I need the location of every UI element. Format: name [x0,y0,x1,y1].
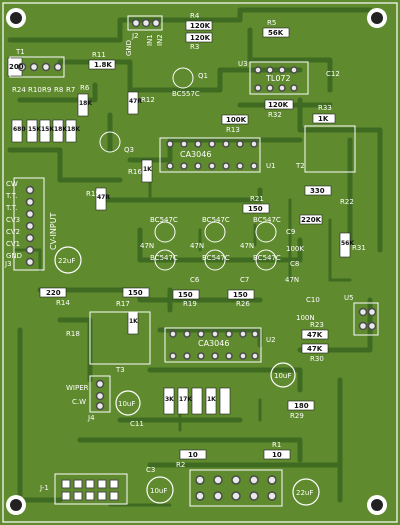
transistor-q3 [99,131,121,153]
resistor-r14 [39,287,67,298]
resistor-r3 [185,32,213,43]
transistor-q-b [204,221,226,243]
resistor-r9 [39,119,51,143]
ic-ca3046-1 [159,137,261,173]
resistor-bodies [7,20,336,460]
resistor-r15 [95,187,107,211]
resistor-r8 [52,119,64,143]
resistor-r32 [264,99,294,110]
trimmer-t2 [304,125,356,173]
header-t1 [9,56,65,78]
resistor-r29 [287,400,315,411]
resistor-r18 [127,311,139,335]
resistor-r26 [227,289,255,300]
resistor-r6 [77,93,89,117]
resistor-p3k [163,387,175,415]
transistor-q-c [255,221,277,243]
resistor-bodies-vertical [11,91,351,415]
resistor-r31 [339,232,351,258]
header-u5 [353,302,379,336]
resistor-p1k-2 [219,387,231,415]
trimmer-t3 [89,311,151,365]
transistor-q-a [154,221,176,243]
resistor-r13 [221,114,249,125]
resistor-r33 [312,113,336,124]
cap-10uf-c [146,476,174,504]
transistor-q-e [204,249,226,271]
resistor-r1 [263,449,291,460]
resistor-r19 [172,289,200,300]
resistor-p17k-2 [191,387,203,415]
header-j4 [89,375,111,413]
resistor-r5 [262,27,290,38]
ic-ca3046-2 [164,327,262,363]
resistor-r10 [26,119,38,143]
trimmers [89,125,356,365]
cap-22uf-b [292,478,320,506]
resistor-r11 [88,59,116,70]
cap-10uf-b [115,390,141,416]
ic-outlines [159,61,309,363]
resistor-r12 [127,91,139,115]
header-j3 [13,177,45,271]
resistor-r22 [304,185,332,196]
pads [17,18,377,501]
header-outlines [9,15,379,507]
header-j1 [54,473,128,505]
cap-22uf [54,246,82,274]
electrolytic-caps [54,246,320,506]
resistor-p17k-1 [177,387,189,415]
resistor-r7 [65,119,77,143]
resistor-r17 [122,287,150,298]
resistor-r23 [301,329,329,340]
ic-tl072 [249,61,309,95]
header-bottom-row [189,469,283,507]
j1-pads [61,479,119,501]
mounting-holes [6,8,387,515]
resistor-r16 [141,159,153,183]
transistor-q-f [255,249,277,271]
resistor-r4 [185,20,213,31]
transistor-q1 [172,67,194,89]
cap-10uf [270,362,296,388]
resistor-r30 [301,343,329,354]
resistor-p1k [205,387,217,415]
resistor-r24 [11,119,23,143]
resistor-r2 [179,449,207,460]
header-j2 [127,15,163,31]
transistor-q-d [154,249,176,271]
resistor-r21 [242,203,270,214]
resistor-r220k [299,214,323,225]
transistor-outlines [99,67,277,271]
